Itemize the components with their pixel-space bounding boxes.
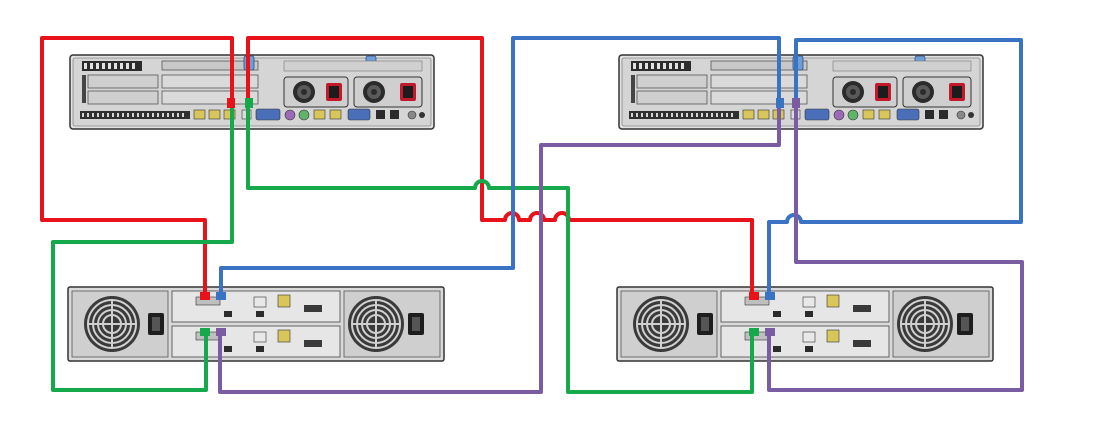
purple-cable-cross xyxy=(218,108,781,394)
storage-right xyxy=(616,286,994,362)
red-cable-cross xyxy=(246,36,754,296)
blue-cable-cross xyxy=(219,36,781,296)
server-right-hba-ports xyxy=(776,98,800,108)
red-cable-left xyxy=(40,36,234,296)
server-left xyxy=(69,54,435,130)
purple-cable-right xyxy=(767,108,1024,392)
storage-left xyxy=(67,286,445,362)
server-left-hba-ports xyxy=(227,98,253,108)
green-cable-left xyxy=(51,108,234,392)
server-right xyxy=(618,54,984,130)
green-cable-cross xyxy=(246,108,754,394)
